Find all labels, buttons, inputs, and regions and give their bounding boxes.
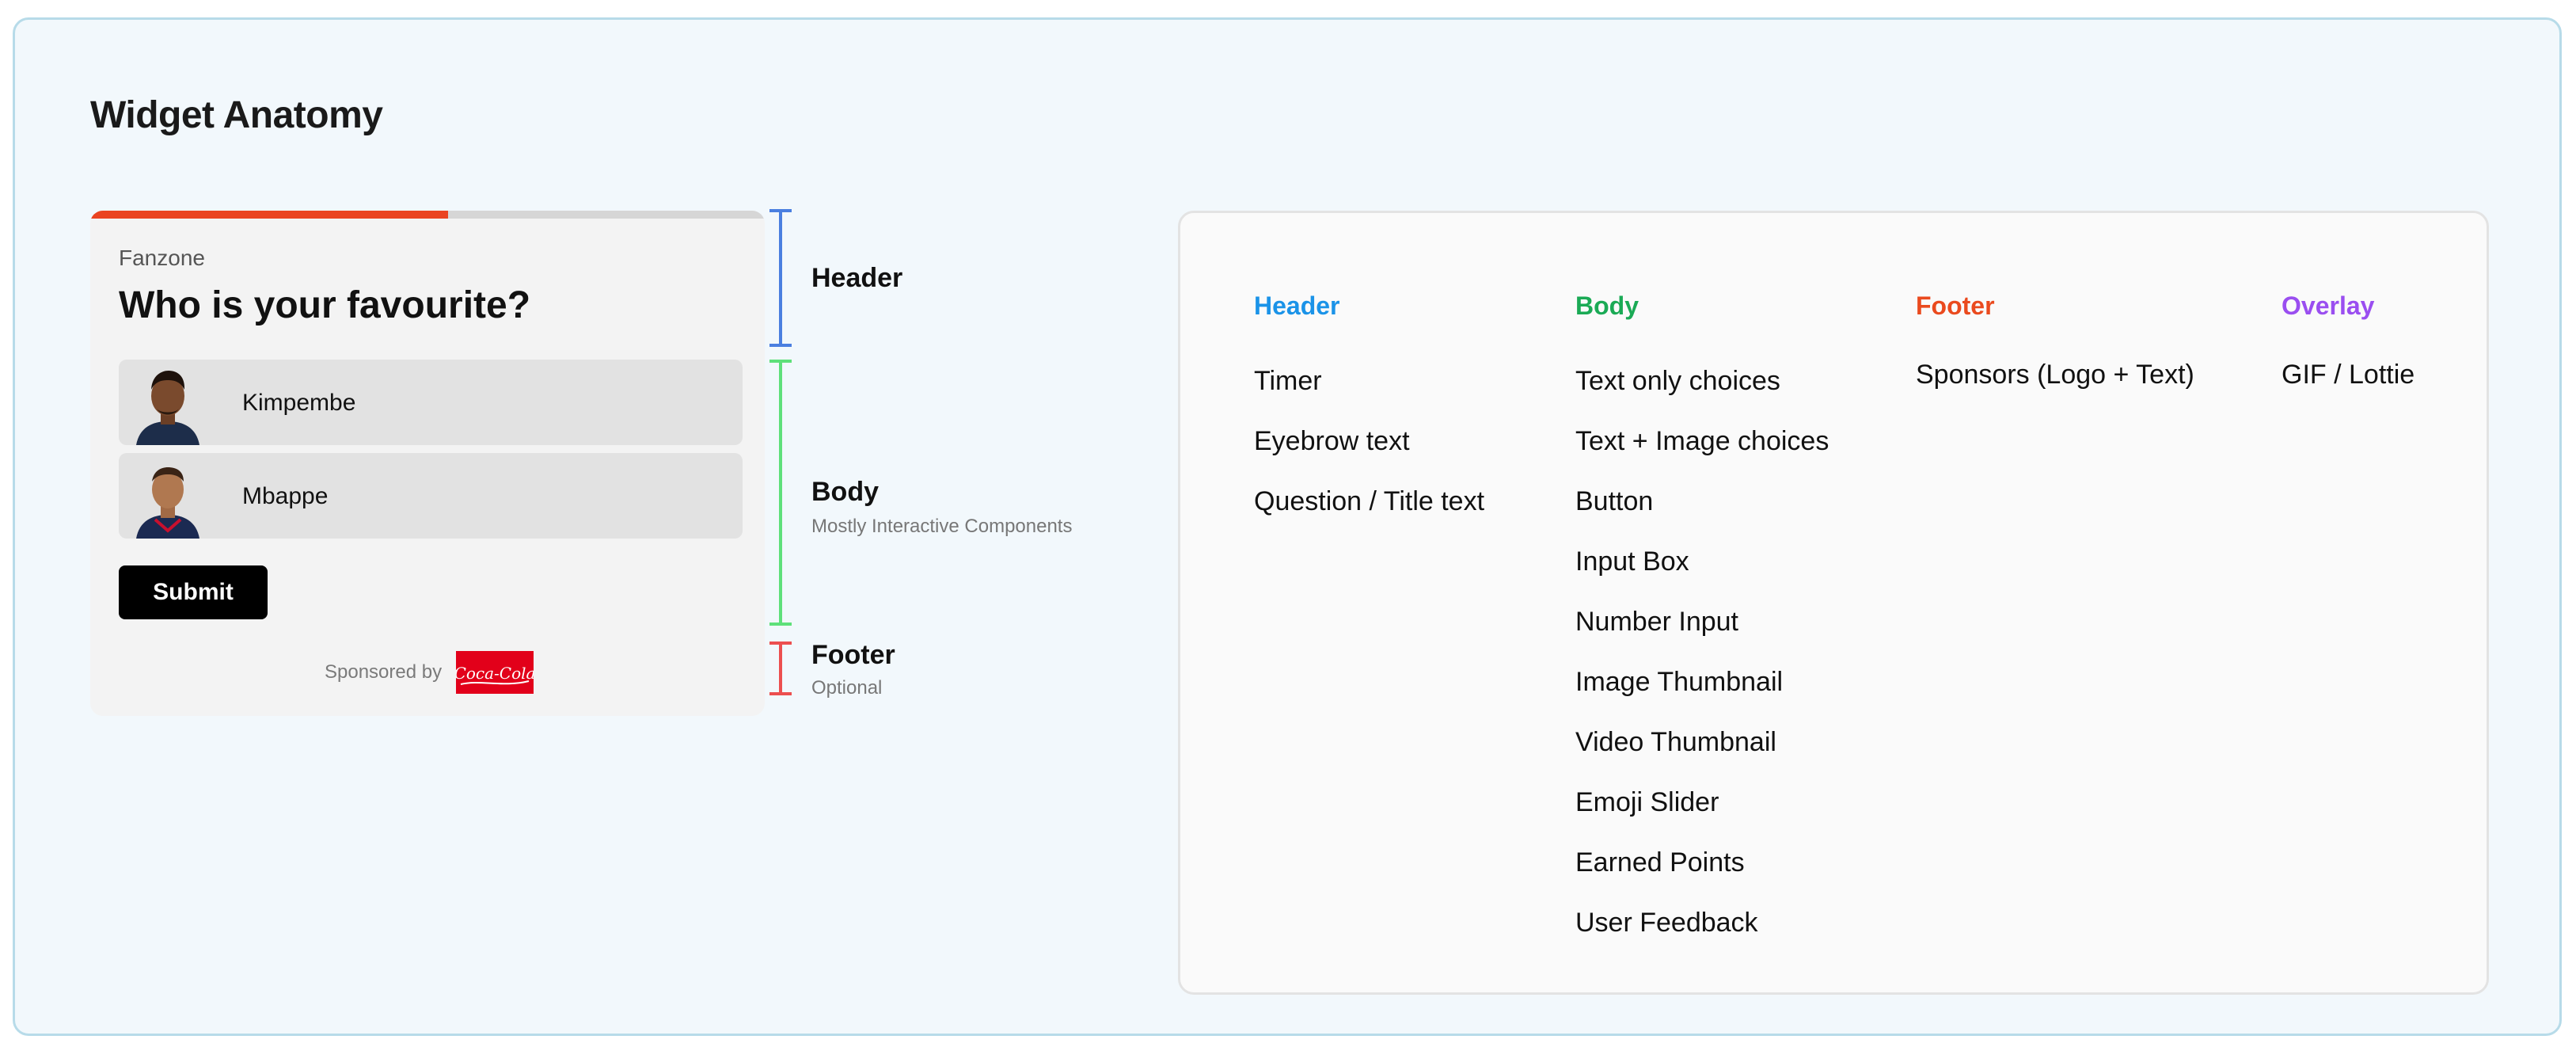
component-item-body: Emoji Slider: [1575, 787, 1719, 817]
component-item-overlay: GIF / Lottie: [2282, 360, 2415, 390]
sponsor-logo: Coca-Cola: [454, 651, 535, 694]
component-item-body: Button: [1575, 486, 1654, 516]
choice-kimpembe[interactable]: Kimpembe: [119, 360, 743, 445]
body-bracket: [769, 360, 792, 626]
column-heading-body: Body: [1575, 291, 1639, 320]
component-item-body: User Feedback: [1575, 908, 1758, 938]
footer-sublabel: Optional: [811, 677, 883, 699]
anatomy-brackets: [769, 209, 792, 695]
widget-card: Fanzone Who is your favourite? Kimpembe …: [90, 211, 765, 716]
component-item-body: Input Box: [1575, 546, 1689, 577]
player-avatar: [131, 458, 204, 539]
player-avatar: [131, 364, 204, 445]
body-label: Body: [811, 477, 879, 507]
component-item-body: Image Thumbnail: [1575, 667, 1784, 697]
component-item-body: Text + Image choices: [1575, 426, 1829, 456]
column-heading-header: Header: [1254, 291, 1340, 320]
submit-button[interactable]: Submit: [119, 565, 268, 619]
component-item-body: Number Input: [1575, 607, 1738, 637]
component-item-footer: Sponsors (Logo + Text): [1916, 360, 2194, 390]
components-panel: [1178, 211, 2489, 995]
question-title: Who is your favourite?: [119, 284, 531, 326]
sponsored-by-text: Sponsored by: [325, 661, 443, 683]
page-title: Widget Anatomy: [90, 94, 383, 136]
choice-mbappe[interactable]: Mbappe: [119, 453, 743, 539]
component-item-body: Earned Points: [1575, 847, 1745, 878]
footer-bracket: [769, 642, 792, 695]
header-bracket: [769, 209, 792, 347]
body-sublabel: Mostly Interactive Components: [811, 516, 1073, 537]
component-item-header: Eyebrow text: [1254, 426, 1410, 456]
choice-label: Mbappe: [242, 483, 329, 509]
header-label: Header: [811, 263, 903, 293]
component-item-header: Question / Title text: [1254, 486, 1485, 516]
footer-label: Footer: [811, 640, 895, 670]
player-photo-icon: [136, 467, 199, 539]
svg-text:Coca-Cola: Coca-Cola: [456, 664, 534, 683]
column-heading-overlay: Overlay: [2282, 291, 2375, 320]
coca-cola-logo-icon: Coca-Cola: [454, 651, 535, 694]
timer-progress-bar: [90, 211, 765, 219]
component-item-body: Video Thumbnail: [1575, 727, 1776, 757]
timer-progress-fill: [90, 211, 448, 219]
column-heading-footer: Footer: [1916, 291, 1995, 320]
component-item-body: Text only choices: [1575, 366, 1780, 396]
eyebrow-text: Fanzone: [119, 246, 205, 270]
choice-label: Kimpembe: [242, 390, 356, 416]
player-photo-icon: [136, 371, 199, 445]
component-item-header: Timer: [1254, 366, 1322, 396]
